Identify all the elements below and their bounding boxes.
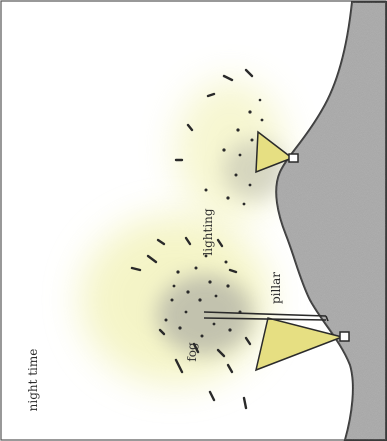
label-fog: fog <box>185 342 199 362</box>
label-lighting: lighting <box>201 208 215 255</box>
label-pillar: pillar <box>269 272 283 304</box>
label-night-time: night time <box>26 349 40 412</box>
